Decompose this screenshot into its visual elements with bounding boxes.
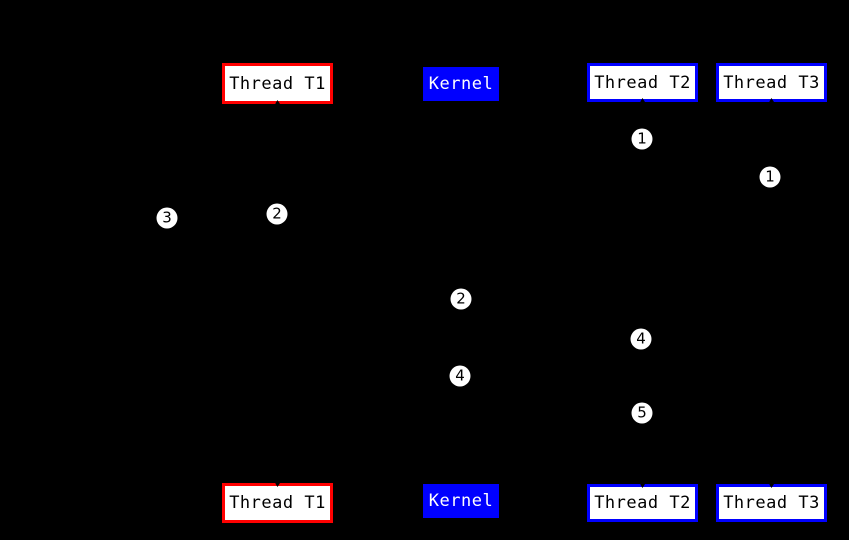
sequence-marker: 1	[631, 128, 653, 150]
sequence-marker: 5	[631, 402, 653, 424]
participant-label: Thread T2	[594, 493, 691, 513]
sequence-marker: 4	[449, 365, 471, 387]
participant-label: Thread T3	[723, 493, 820, 513]
participant-label: Thread T2	[594, 72, 691, 93]
participant-label: Thread T3	[723, 72, 820, 93]
participant-thread-t2-bottom: Thread T2	[587, 484, 698, 522]
participant-thread-t2-top: Thread T2	[587, 63, 698, 102]
lifeline-notch	[275, 100, 280, 104]
lifeline-notch	[769, 484, 774, 488]
participant-kernel-bottom: Kernel	[423, 484, 499, 518]
lifeline-notch	[640, 98, 645, 102]
participant-label: Thread T1	[229, 73, 326, 94]
sequence-marker: 3	[156, 207, 178, 229]
participant-label: Kernel	[428, 491, 494, 511]
sequence-marker: 2	[450, 288, 472, 310]
participant-thread-t3-bottom: Thread T3	[716, 484, 827, 522]
sequence-marker: 2	[266, 203, 288, 225]
lifeline-notch	[640, 484, 645, 488]
participant-label: Thread T1	[229, 493, 326, 513]
lifeline-notch	[275, 483, 280, 487]
participant-thread-t1-bottom: Thread T1	[222, 483, 333, 523]
sequence-marker: 4	[630, 328, 652, 350]
lifeline-notch	[769, 98, 774, 102]
participant-label: Kernel	[428, 74, 494, 94]
participant-thread-t1-top: Thread T1	[222, 63, 333, 104]
participant-thread-t3-top: Thread T3	[716, 63, 827, 102]
participant-kernel-top: Kernel	[423, 67, 499, 101]
sequence-marker: 1	[759, 166, 781, 188]
